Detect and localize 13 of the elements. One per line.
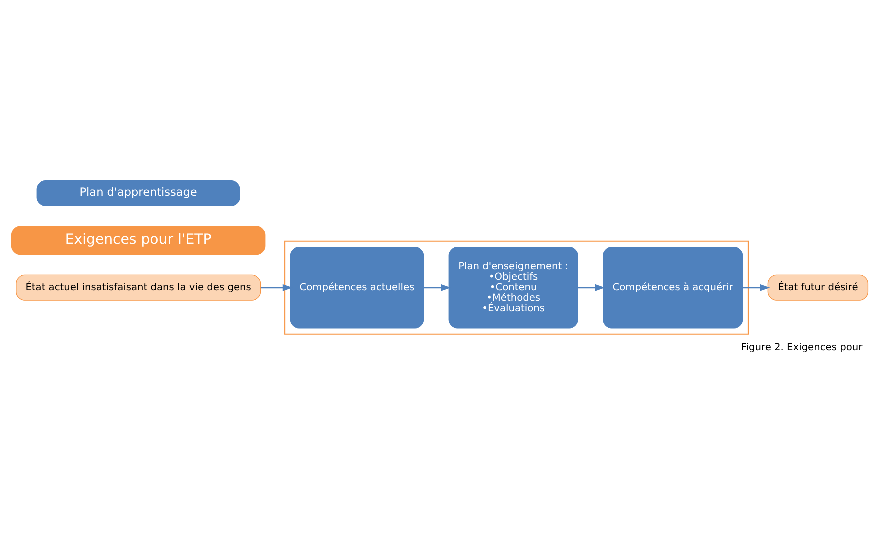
- arrow: [260, 284, 293, 292]
- caption: Figure 2. Exigences pour: [741, 342, 863, 354]
- node-box: État futur désiré: [768, 274, 869, 301]
- arrow: [742, 284, 770, 292]
- node-box: Compétences actuelles: [290, 247, 424, 329]
- node-box: Compétences à acquérir: [603, 247, 744, 329]
- node-box: Plan d'apprentissage: [36, 180, 240, 207]
- arrow: [578, 284, 606, 292]
- cluster: [284, 240, 749, 335]
- node-box: Plan d'enseignement : •Objectifs •Contenu •Méthodes •Évaluations: [448, 247, 578, 329]
- node-box: État actuel insatisfaisant dans la vie des gens: [16, 274, 262, 301]
- node-box: Exigences pour l'ETP: [11, 226, 266, 256]
- arrow: [424, 284, 452, 292]
